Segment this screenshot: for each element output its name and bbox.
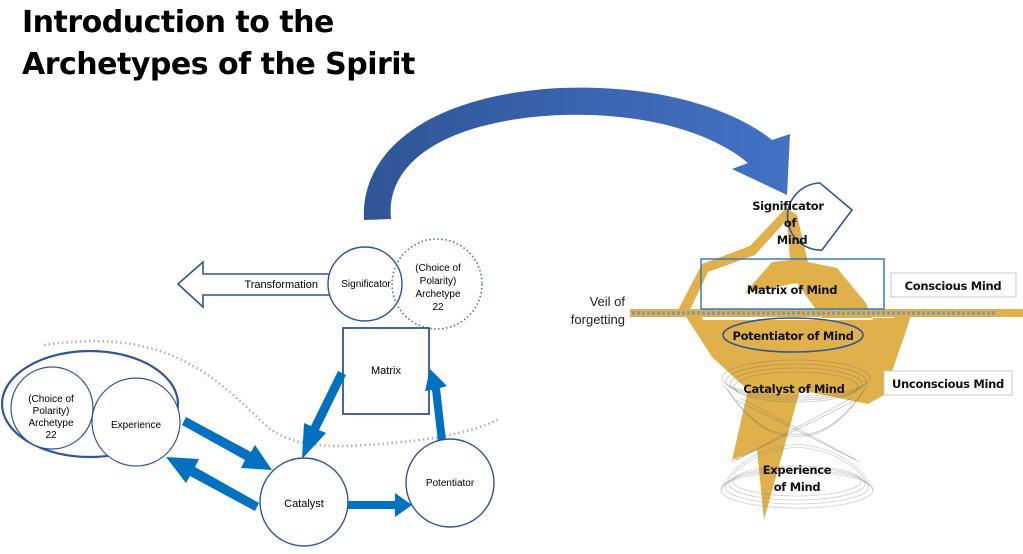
experience-label: Experience <box>111 420 161 431</box>
choice-top-line-1: (Choice of <box>415 263 461 274</box>
title-line-2: Archetypes of the Spirit <box>22 47 415 82</box>
choice-left-line-4: 22 <box>45 430 57 441</box>
arrow-potentiator-to-matrix <box>425 369 447 442</box>
choice-left-line-1: (Choice of <box>28 394 74 405</box>
matrix-of-mind-label: Matrix of Mind <box>747 283 837 297</box>
catalyst-node[interactable]: Catalyst <box>259 457 349 547</box>
significator-of-mind-line-3: Mind <box>777 233 808 247</box>
experience-vortex <box>720 443 874 509</box>
potentiator-node[interactable]: Potentiator <box>405 438 495 528</box>
arrow-experience-to-catalyst <box>182 417 272 470</box>
potentiator-of-mind-label: Potentiator of Mind <box>732 329 853 343</box>
significator-of-mind-line-1: Significator <box>752 199 824 213</box>
choice-top-line-2: Polarity) <box>420 276 457 287</box>
matrix-node[interactable]: Matrix <box>342 327 430 415</box>
catalyst-of-mind-label[interactable]: Catalyst of Mind <box>743 382 845 396</box>
arrow-catalyst-to-potentiator <box>345 493 412 517</box>
veil-line-2: forgetting <box>571 312 625 327</box>
experience-of-mind-line-2: of Mind <box>774 480 821 494</box>
experience-of-mind-line-1: Experience <box>763 463 832 477</box>
title-line-1: Introduction to the <box>22 5 334 40</box>
significator-of-mind-line-2: of <box>784 216 798 230</box>
matrix-of-mind-node[interactable]: Matrix of Mind <box>700 258 885 310</box>
choice-top-line-4: 22 <box>432 302 444 313</box>
choice-left-line-2: Polarity) <box>33 406 70 417</box>
choice-top-line-3: Archetype <box>415 289 460 300</box>
page-title: Introduction to the Archetypes of the Sp… <box>22 2 415 86</box>
choice-of-polarity-top-node[interactable]: (Choice of Polarity) Archetype 22 <box>391 238 483 330</box>
experience-node[interactable]: Experience <box>91 377 181 467</box>
catalyst-label: Catalyst <box>284 498 324 510</box>
conscious-mind-label: Conscious Mind <box>905 279 1002 293</box>
significator-node[interactable]: Significator <box>327 246 403 322</box>
potentiator-of-mind-node[interactable]: Potentiator of Mind <box>722 317 864 353</box>
potentiator-label: Potentiator <box>426 478 475 489</box>
arrow-catalyst-to-experience <box>166 457 259 511</box>
gold-mind-shape <box>630 208 1023 520</box>
flow-arrows <box>166 369 447 517</box>
transformation-label: Transformation <box>244 279 318 291</box>
matrix-label: Matrix <box>371 365 401 377</box>
dotted-boundary-left <box>43 339 501 448</box>
choice-of-polarity-left-node[interactable]: (Choice of Polarity) Archetype 22 <box>10 366 94 450</box>
transition-curved-arrow <box>363 87 790 220</box>
significator-of-mind-node[interactable]: Significator of Mind <box>752 182 854 251</box>
choice-left-line-3: Archetype <box>28 418 73 429</box>
conscious-mind-box: Conscious Mind <box>890 272 1017 298</box>
unconscious-mind-label: Unconscious Mind <box>892 377 1004 391</box>
catalyst-vortex <box>721 359 871 463</box>
transformation-arrow: Transformation <box>176 260 331 309</box>
veil-label: Veil of forgetting <box>571 294 626 327</box>
unconscious-mind-box: Unconscious Mind <box>883 370 1013 396</box>
arrow-matrix-to-catalyst <box>302 371 346 459</box>
significator-label: Significator <box>341 279 391 290</box>
veil-line-1: Veil of <box>590 294 626 309</box>
experience-of-mind-node[interactable]: Experience of Mind <box>763 463 832 494</box>
